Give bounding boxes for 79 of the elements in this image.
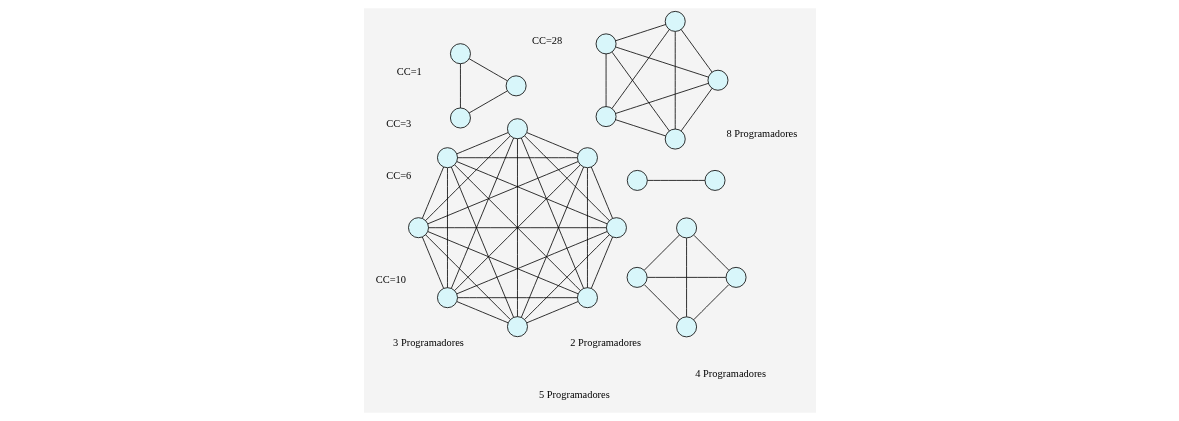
connector [455, 231, 608, 295]
connector [450, 166, 514, 318]
label: CC=3 [385, 118, 411, 130]
node-circle [595, 106, 616, 127]
connector [468, 90, 508, 114]
connector [614, 24, 666, 42]
node-circle [436, 287, 458, 309]
label: CC=1 [396, 65, 422, 77]
node-circle [449, 43, 471, 65]
node-circle [576, 147, 598, 169]
node-circle [595, 33, 616, 55]
connector [424, 234, 511, 320]
connector [614, 119, 666, 137]
connector [426, 231, 579, 295]
node-circle [675, 316, 697, 338]
connector [523, 234, 610, 320]
connector [646, 180, 705, 181]
node-circle [626, 170, 648, 191]
connector [450, 137, 514, 289]
node-circle [505, 75, 527, 97]
node-circle [664, 128, 686, 150]
connector [459, 63, 461, 109]
label: 3 Programadores [392, 336, 464, 348]
node-circle [506, 118, 528, 140]
node-circle [506, 316, 528, 338]
connector [456, 301, 509, 324]
connector [605, 53, 606, 107]
connector [615, 82, 709, 114]
connector [611, 51, 670, 132]
connector [456, 157, 577, 159]
connector [516, 138, 518, 317]
connector [615, 46, 709, 78]
connector [643, 284, 680, 321]
connector [526, 132, 579, 155]
connector [692, 284, 729, 321]
label: 8 Programadores [726, 128, 797, 140]
node-circle [576, 287, 598, 309]
connector [455, 161, 608, 225]
node-circle [725, 266, 746, 288]
connector [520, 166, 584, 318]
connector [525, 301, 578, 324]
node-circle [626, 266, 647, 288]
connector [421, 166, 444, 219]
connector [611, 29, 670, 109]
connector [590, 236, 613, 289]
connector [520, 137, 584, 289]
label: 5 Programadores [538, 388, 610, 400]
connector [456, 132, 509, 155]
connector [421, 236, 444, 289]
node-circle [707, 69, 728, 91]
connector [586, 167, 588, 288]
connector [643, 234, 680, 271]
connector [456, 297, 578, 299]
label: CC=10 [375, 274, 406, 286]
connector [523, 135, 610, 221]
node-circle [605, 217, 627, 239]
node-circle [664, 11, 686, 32]
connector [685, 237, 687, 318]
label: CC=28 [531, 34, 562, 46]
node-circle [407, 217, 429, 239]
connector [680, 29, 712, 73]
connector [453, 164, 581, 291]
connector [674, 31, 676, 130]
connector [468, 58, 508, 82]
connector [693, 234, 729, 271]
connector [646, 277, 726, 278]
label: 2 Programadores [569, 336, 641, 348]
connector [590, 166, 613, 219]
connector [424, 135, 511, 221]
label: 4 Programadores [694, 368, 766, 380]
connector [680, 87, 712, 132]
node-circle [449, 107, 471, 129]
connector [426, 161, 579, 225]
node-circle [436, 147, 458, 169]
label: CC=6 [385, 170, 411, 182]
connector [427, 227, 607, 229]
node-circle [704, 170, 725, 191]
node-circle [675, 217, 697, 239]
connector [446, 167, 448, 288]
